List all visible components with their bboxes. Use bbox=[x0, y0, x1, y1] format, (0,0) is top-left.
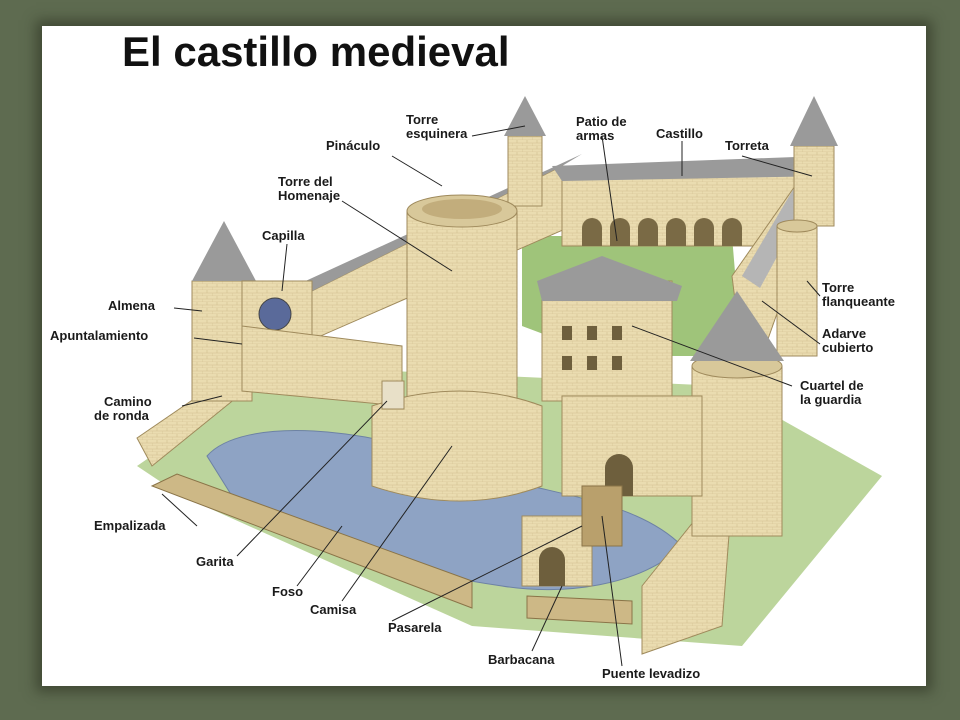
page-title: El castillo medieval bbox=[122, 28, 510, 75]
keep-base bbox=[371, 390, 543, 502]
keep-top-inner bbox=[422, 199, 502, 219]
guardhouse-roof bbox=[537, 256, 682, 301]
castle-illustration bbox=[136, 96, 882, 655]
guardhouse-windows bbox=[562, 326, 622, 370]
chapel-rose-window bbox=[258, 297, 292, 331]
label-barbacana: Barbacana bbox=[488, 652, 555, 667]
leader-lines bbox=[161, 125, 821, 667]
flanking-tower-top bbox=[776, 219, 818, 233]
label-castillo: Castillo bbox=[656, 126, 703, 141]
label-apuntalamiento: Apuntalamiento bbox=[50, 328, 148, 343]
flanking-tower-body bbox=[776, 225, 818, 357]
turret-roof bbox=[790, 96, 838, 146]
label-puente-levadizo: Puente levadizo bbox=[602, 666, 700, 681]
label-torreta: Torreta bbox=[725, 138, 770, 153]
palisade-right bbox=[526, 595, 633, 625]
barbican-arch bbox=[539, 547, 565, 586]
diagram-panel: El castillo medieval bbox=[42, 26, 926, 686]
palace-roof bbox=[552, 156, 832, 181]
label-capilla: Capilla bbox=[262, 228, 305, 243]
palace-arches bbox=[582, 218, 742, 246]
sentry-box bbox=[381, 380, 405, 410]
keep-body bbox=[406, 210, 518, 402]
label-empalizada: Empalizada bbox=[94, 518, 166, 533]
label-pasarela: Pasarela bbox=[388, 620, 442, 635]
label-almena: Almena bbox=[108, 298, 156, 313]
corner-tower-roof bbox=[504, 96, 546, 136]
left-tower-roof bbox=[192, 221, 256, 281]
turret-body bbox=[793, 145, 835, 227]
corner-tower-body bbox=[507, 135, 543, 207]
front-tower-body bbox=[691, 365, 783, 537]
label-foso: Foso bbox=[272, 584, 303, 599]
label-pinaculo: Pináculo bbox=[326, 138, 380, 153]
label-camisa: Camisa bbox=[310, 602, 357, 617]
front-tower-roof bbox=[690, 291, 784, 361]
label-garita: Garita bbox=[196, 554, 234, 569]
